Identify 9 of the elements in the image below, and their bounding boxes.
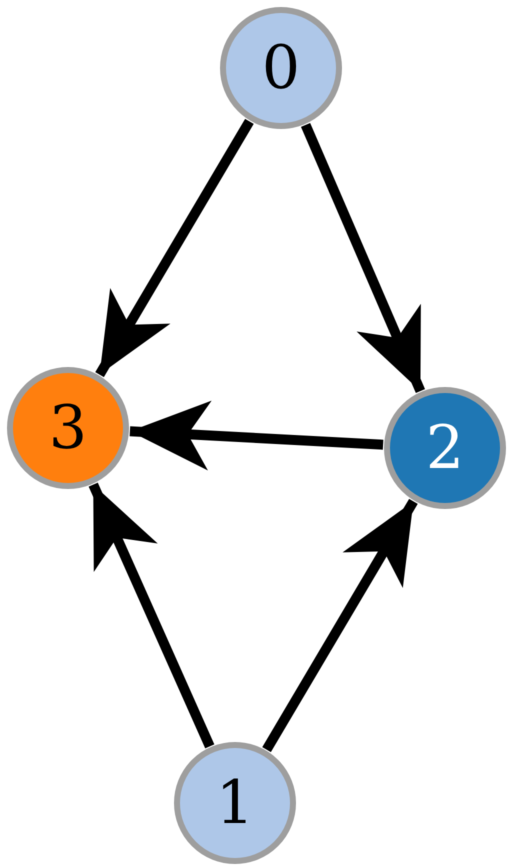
node-label: 0 [262,38,300,98]
arrow [300,122,426,394]
node-label: 3 [48,398,88,458]
arrow [262,498,418,752]
arrow [130,400,384,470]
arrow [95,118,254,378]
node-label: 1 [216,773,254,833]
arrow [88,482,214,748]
node-label: 2 [426,418,464,478]
